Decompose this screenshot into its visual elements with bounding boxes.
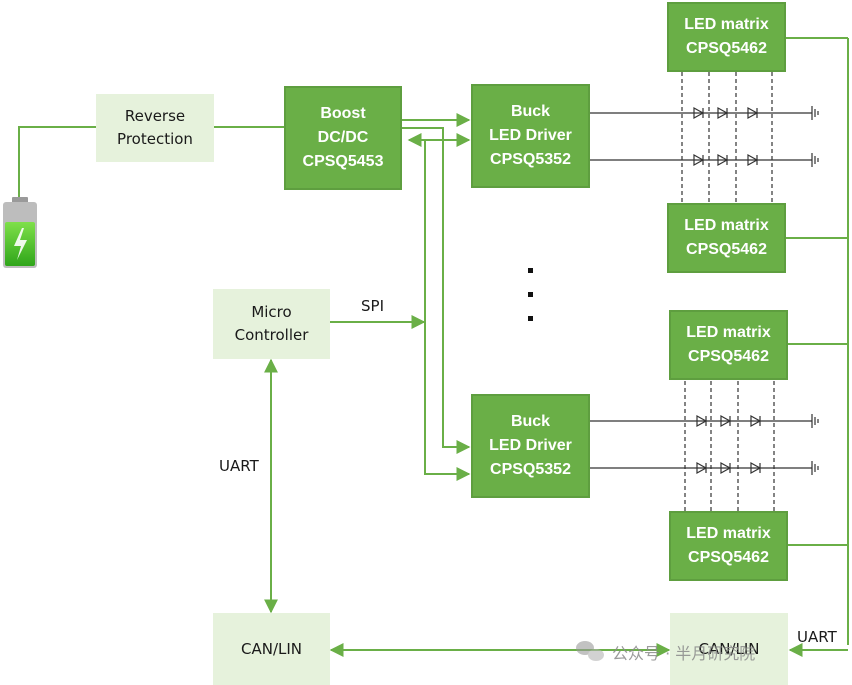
matrix1-line1: LED matrix (684, 16, 769, 33)
reverse-protection-block: Reverse Protection (96, 94, 214, 162)
watermark-text: 公众号 · 半月研究院 (612, 644, 756, 663)
reverse-line2: Protection (117, 130, 193, 148)
led-matrix-block-4: LED matrix CPSQ5462 (669, 511, 788, 581)
buck-bottom-line3: CPSQ5352 (490, 461, 571, 478)
matrix4-line2: CPSQ5462 (688, 549, 769, 566)
led-strings (590, 72, 819, 512)
buck-bottom-line2: LED Driver (489, 437, 572, 454)
matrix3-line1: LED matrix (686, 324, 771, 341)
can-lin-right-block: CAN/LIN (670, 613, 788, 685)
can-right-label: CAN/LIN (698, 639, 760, 658)
wechat-icon (576, 641, 604, 661)
led-diodes (693, 106, 762, 475)
uart-left-label: UART (219, 457, 259, 475)
buck-top-line1: Buck (510, 103, 551, 120)
buck-top-line3: CPSQ5352 (490, 151, 571, 168)
matrix2-line1: LED matrix (684, 217, 769, 234)
micro-controller-block: Micro Controller (213, 289, 330, 359)
boost-line2: DC/DC (317, 129, 369, 146)
micro-line1: Micro (251, 303, 292, 321)
led-matrix-block-2: LED matrix CPSQ5462 (667, 203, 786, 273)
wire-battery-reverse (18, 126, 96, 197)
led-matrix-block-1: LED matrix CPSQ5462 (667, 2, 786, 72)
boost-dcdc-block: Boost DC/DC CPSQ5453 (284, 86, 402, 190)
buck-driver-top-block: Buck LED Driver CPSQ5352 (471, 84, 590, 188)
battery-icon (3, 197, 37, 268)
spi-label: SPI (361, 297, 384, 315)
matrix2-line2: CPSQ5462 (686, 241, 767, 258)
wire-boost-buck-bottom (402, 127, 471, 454)
boost-line1: Boost (320, 105, 366, 122)
buck-bottom-line1: Buck (510, 413, 551, 430)
wire-spi-buck-bottom (424, 140, 471, 481)
micro-line2: Controller (234, 326, 309, 344)
ellipsis-dots (528, 268, 533, 321)
boost-line3: CPSQ5453 (302, 153, 384, 170)
can-lin-left-block: CAN/LIN (213, 613, 330, 685)
led-matrix-block-3: LED matrix CPSQ5462 (669, 310, 788, 380)
matrix4-line1: LED matrix (686, 525, 771, 542)
matrix1-line2: CPSQ5462 (686, 40, 767, 57)
can-left-label: CAN/LIN (240, 639, 302, 658)
buck-top-line2: LED Driver (489, 127, 572, 144)
buck-driver-bottom-block: Buck LED Driver CPSQ5352 (471, 394, 590, 498)
uart-right-label: UART (797, 628, 837, 646)
reverse-line1: Reverse (124, 107, 186, 125)
matrix3-line2: CPSQ5462 (688, 348, 769, 365)
